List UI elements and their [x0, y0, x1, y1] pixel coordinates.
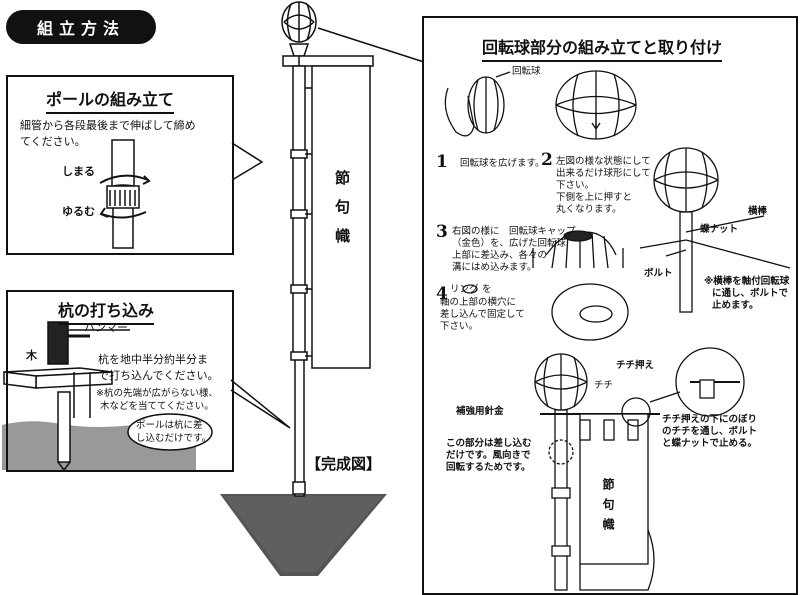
chichi-holder-label: チチ押え	[616, 360, 655, 371]
part-note-1: この部分は差し込む	[446, 438, 532, 449]
stake-instruction-line-1: 杭を地中半分約半分ま	[98, 353, 208, 366]
step-4-text-1b: を	[482, 284, 492, 295]
wingnut-label: 蝶ナット	[700, 224, 739, 235]
sphere-step-drawings	[444, 70, 791, 591]
pole-assembly-title: ポールの組み立て	[46, 86, 175, 114]
reinforce-label: 補強用針金	[456, 406, 504, 417]
pole-assembly-box	[6, 75, 234, 255]
step-2-text-5: 丸くなります。	[556, 204, 622, 215]
sphere-label: 回転球	[512, 66, 541, 77]
banner-text-detail: 節句幟	[601, 478, 615, 538]
stake-bubble-line-1: ポールは杭に差	[136, 420, 203, 431]
step-4-text-3: 差し込んで固定して	[440, 309, 525, 320]
stake-box	[6, 290, 234, 472]
stake-note-line-1: ※杭の先端が広がらない様、	[96, 388, 218, 399]
loosen-label: ゆるむ	[62, 205, 95, 218]
step-1-number: 1	[436, 152, 448, 172]
banner-text-main: 節句幟	[333, 170, 351, 257]
stake-note-line-2: 木などを当ててください。	[100, 401, 214, 412]
sphere-section-title: 回転球部分の組み立てと取り付け	[482, 34, 723, 62]
tighten-label: しまる	[62, 165, 95, 178]
part-note-3: 回転するためです。	[446, 462, 531, 473]
crossbar-note-1: ※横棒を軸付回転球	[704, 276, 790, 287]
callout-line-sphere	[317, 27, 425, 63]
step-3-text-1: 右図の様に 回転球キャップ	[452, 226, 576, 237]
step-3-text-2: （金色）を、広げた回転球	[452, 238, 567, 249]
step-2-text-4: 下側を上に押すと	[556, 192, 633, 203]
step-4-text-4: 下さい。	[440, 321, 479, 332]
step-3-number: 3	[436, 222, 448, 242]
pole-instruction-line-2: てください。	[20, 135, 86, 148]
step-2-text-2: 出来るだけ球形にして	[556, 168, 651, 179]
part-note-2: だけです。風向きで	[446, 450, 531, 461]
stake-instruction-line-2: で打ち込んでください。	[98, 369, 219, 382]
crossbar-label: 横棒	[748, 206, 768, 217]
page-title: 組立方法	[6, 10, 156, 44]
pole-twist-drawing	[99, 139, 151, 249]
step-3-text-3: 上部に差込み、各々の	[452, 250, 548, 261]
step-2-text-1: 左図の様な状態にして	[556, 156, 651, 167]
step-2-text-3: 下さい。	[556, 180, 595, 191]
step-1-text: 回転球を広げます。	[460, 158, 545, 169]
step-4-text-2: 軸の上部の横穴に	[440, 297, 517, 308]
step-4-number: 4	[436, 284, 448, 304]
chichi-label: チチ	[594, 380, 614, 391]
chichi-note-2: のチチを通し、ボルト	[662, 426, 758, 437]
step-2-number: 2	[541, 150, 553, 170]
crossbar-note-3: 止めます。	[712, 300, 759, 311]
stake-title: 杭の打ち込み	[58, 297, 155, 325]
pole-instruction-line-1: 細管から各段最後まで伸ばして締め	[20, 119, 196, 132]
stake-drawing	[2, 321, 213, 472]
completed-pole-drawing	[220, 1, 387, 576]
chichi-note-3: と蝶ナットで止める。	[662, 438, 758, 449]
stake-bubble-line-2: し込むだけです。	[136, 433, 212, 444]
bolt-label: ボルト	[644, 268, 673, 279]
completed-label: 【完成図】	[306, 455, 382, 473]
wood-label: 木	[26, 349, 37, 362]
chichi-note-1: チチ押えの下にのぼり	[662, 414, 758, 425]
callout-line-stake	[230, 379, 291, 429]
crossbar-note-2: に通し、ボルトで	[712, 288, 789, 299]
callout-line-pole	[231, 142, 264, 181]
step-4-text-1: リング	[450, 284, 479, 295]
step-3-text-4: 溝にはめ込みます。	[452, 262, 537, 273]
hammer-label: ハンマー	[84, 321, 128, 334]
